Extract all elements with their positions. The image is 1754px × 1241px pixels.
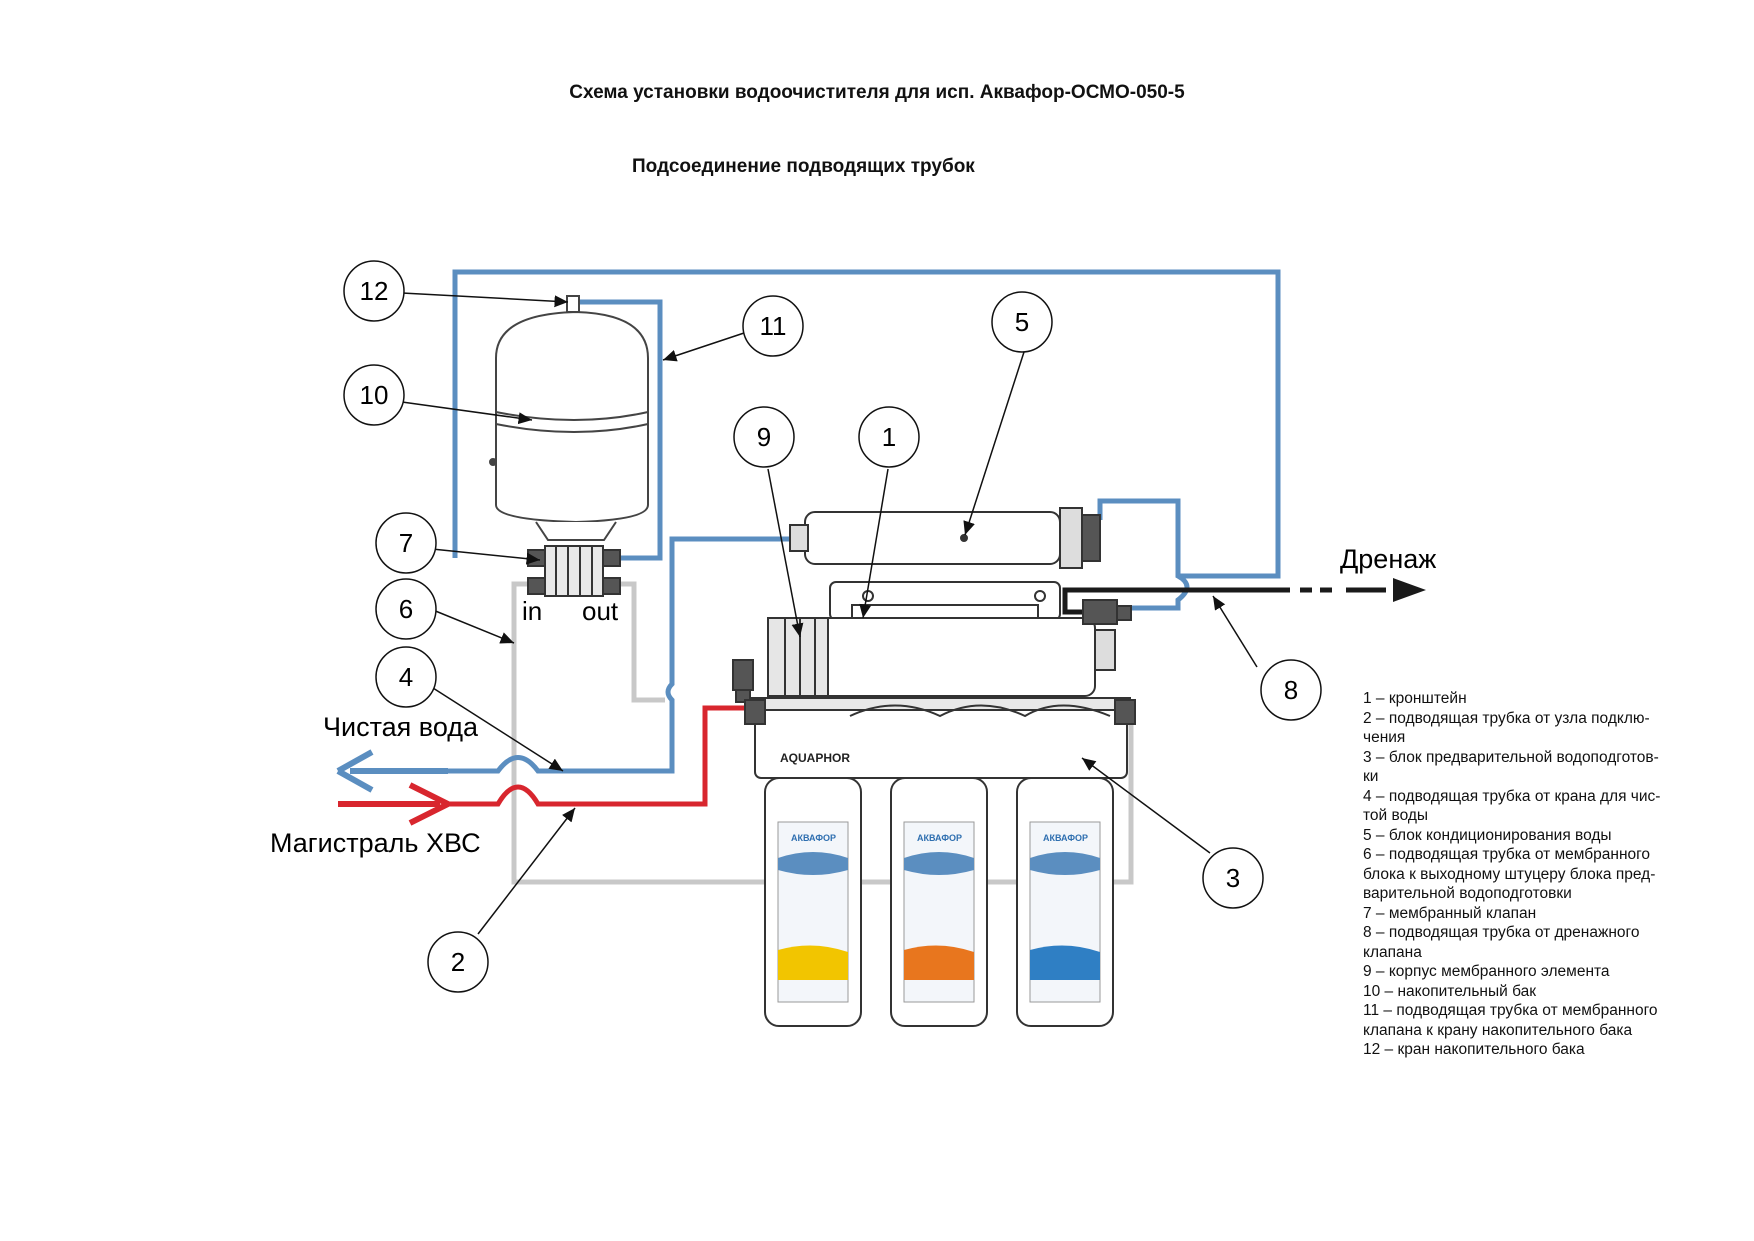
- cartridge-3-brand: АКВАФОР: [1043, 833, 1088, 843]
- drain-valve: [1082, 599, 1132, 625]
- valve-out-label: out: [582, 596, 619, 626]
- svg-text:4: 4: [399, 662, 413, 692]
- callout-5: 5: [991, 291, 1053, 353]
- conditioning-cartridge: [789, 507, 1101, 569]
- legend-line: чения: [1363, 729, 1406, 746]
- valve-in-label: in: [522, 596, 542, 626]
- legend-line: 4 – подводящая трубка от крана для чис-: [1363, 787, 1661, 805]
- callout-1: 1: [858, 406, 920, 468]
- svg-text:12: 12: [360, 276, 389, 306]
- pretreatment-head: [744, 697, 1136, 779]
- legend: 1 – кронштейн 2 – подводящая трубка от у…: [1363, 689, 1703, 1060]
- legend-line: той воды: [1363, 807, 1429, 824]
- legend-line: 11 – подводящая трубка от мембранного: [1363, 1002, 1658, 1019]
- svg-text:10: 10: [360, 380, 389, 410]
- svg-text:2: 2: [451, 947, 465, 977]
- legend-line: клапана: [1363, 943, 1422, 961]
- legend-line: блока к выходному штуцеру блока пред-: [1363, 865, 1656, 883]
- clean-water-label: Чистая вода: [323, 712, 479, 742]
- clean-water-pipe: [448, 269, 1281, 774]
- legend-line: варительной водоподготовки: [1363, 885, 1572, 902]
- cold-water-pipe: [448, 705, 745, 807]
- clean-water-arrow: [336, 749, 448, 793]
- legend-line: клапана к крану накопительного бака: [1363, 1021, 1633, 1039]
- cartridge-2-brand: АКВАФОР: [917, 833, 962, 843]
- callout-12: 12: [343, 260, 405, 322]
- cartridge-1-brand: АКВАФОР: [791, 833, 836, 843]
- drain-label: Дренаж: [1340, 544, 1436, 574]
- callout-leaders: [401, 292, 1258, 935]
- brand-label: AQUAPHOR: [780, 751, 850, 765]
- callout-4: 4: [375, 646, 437, 708]
- callout-2: 2: [427, 931, 489, 993]
- svg-text:7: 7: [399, 528, 413, 558]
- legend-line: 5 – блок кондиционирования воды: [1363, 826, 1612, 844]
- callout-3: 3: [1202, 847, 1264, 909]
- callout-10: 10: [343, 364, 405, 426]
- membrane-valve: [527, 545, 621, 597]
- svg-text:6: 6: [399, 594, 413, 624]
- callout-7: 7: [375, 512, 437, 574]
- cartridge-2: [890, 777, 988, 1027]
- legend-line: 7 – мембранный клапан: [1363, 904, 1537, 922]
- legend-line: 2 – подводящая трубка от узла подклю-: [1363, 709, 1650, 727]
- svg-text:5: 5: [1015, 307, 1029, 337]
- drain-pipe: [1062, 578, 1426, 615]
- legend-line: 12 – кран накопительного бака: [1363, 1041, 1585, 1058]
- svg-text:1: 1: [882, 422, 896, 452]
- cartridge-1: [764, 777, 862, 1027]
- callout-9: 9: [733, 406, 795, 468]
- cartridge-3: [1016, 777, 1114, 1027]
- page-title: Схема установки водоочистителя для исп. …: [569, 82, 1185, 103]
- svg-text:11: 11: [760, 311, 787, 341]
- legend-line: 9 – корпус мембранного элемента: [1363, 963, 1610, 980]
- page-subtitle: Подсоединение подводящих трубок: [632, 156, 975, 177]
- legend-line: 10 – накопительный бак: [1363, 982, 1537, 1000]
- legend-line: 8 – подводящая трубка от дренажного: [1363, 924, 1640, 941]
- legend-line: ки: [1363, 768, 1379, 785]
- svg-text:3: 3: [1226, 863, 1240, 893]
- callout-8: 8: [1260, 659, 1322, 721]
- callout-6: 6: [375, 578, 437, 640]
- storage-tank: [489, 295, 649, 541]
- membrane-housing: [767, 617, 1116, 697]
- svg-text:8: 8: [1284, 675, 1298, 705]
- cold-water-arrow: [338, 782, 450, 826]
- callout-11: 11: [742, 295, 804, 357]
- main-cold-water-label: Магистраль ХВС: [270, 828, 481, 858]
- legend-line: 6 – подводящая трубка от мембранного: [1363, 846, 1651, 863]
- legend-line: 3 – блок предварительной водоподготов-: [1363, 748, 1659, 766]
- inlet-fitting: [732, 659, 754, 703]
- svg-text:9: 9: [757, 422, 771, 452]
- legend-line: 1 – кронштейн: [1363, 690, 1467, 707]
